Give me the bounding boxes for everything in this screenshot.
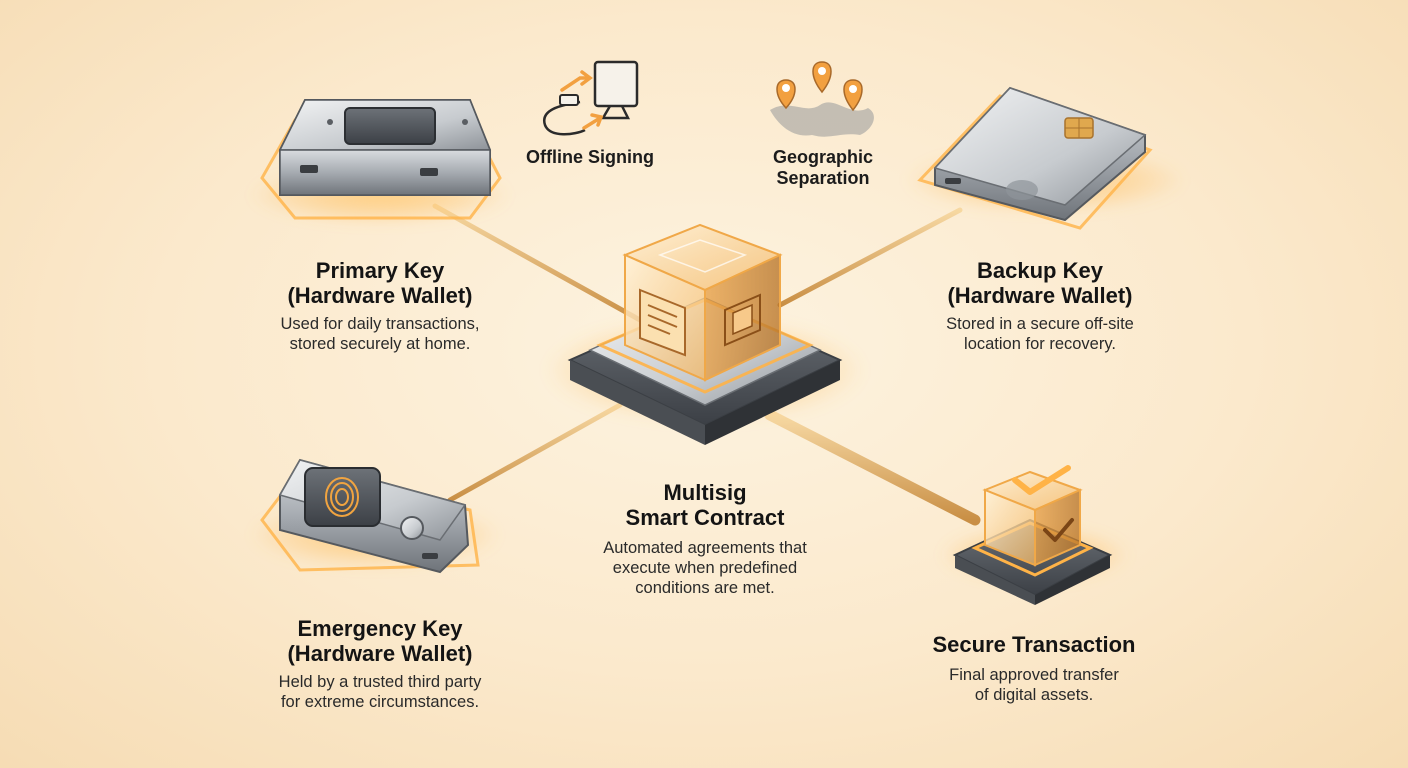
- backup-desc-line-1: Stored in a secure off-site: [946, 315, 1134, 333]
- connector-lines: [432, 203, 981, 526]
- primary-desc-line-1: Used for daily transactions,: [280, 315, 480, 333]
- geographic-separation-label: Geographic Separation: [733, 147, 913, 189]
- check-icon: [1043, 518, 1074, 542]
- secure-transaction-desc: Final approved transfer of digital asset…: [894, 665, 1174, 705]
- chip-icon: [724, 293, 761, 347]
- primary-key-title: Primary Key (Hardware Wallet): [240, 258, 520, 308]
- primary-key-device: [250, 99, 510, 225]
- map-pin-icon: [812, 61, 832, 94]
- usb-cable-icon: [543, 94, 586, 136]
- geographic-separation-icon: [770, 61, 874, 137]
- backup-key-device: [905, 86, 1185, 230]
- transaction-desc-line-1: Final approved transfer: [949, 666, 1119, 684]
- emergency-key-label: Emergency Key (Hardware Wallet) Held by …: [240, 616, 520, 712]
- transaction-desc-line-2: of digital assets.: [974, 686, 1094, 704]
- geo-line-2: Separation: [776, 168, 870, 188]
- connector-backup: [777, 207, 963, 308]
- primary-key-desc: Used for daily transactions, stored secu…: [240, 314, 520, 354]
- offline-signing-icon: [543, 60, 639, 136]
- primary-desc-line-2: stored securely at home.: [289, 335, 471, 353]
- contract-desc-line-2: execute when predefined: [612, 559, 798, 577]
- emergency-key-title: Emergency Key (Hardware Wallet): [240, 616, 520, 666]
- offline-signing-text: Offline Signing: [526, 147, 654, 167]
- multisig-contract-title: Multisig Smart Contract: [565, 480, 845, 530]
- contract-title-line-1: Multisig: [663, 480, 747, 505]
- map-pin-icon: [776, 79, 796, 110]
- emergency-key-device: [250, 458, 500, 574]
- fingerprint-icon: [325, 477, 359, 517]
- backup-key-label: Backup Key (Hardware Wallet) Stored in a…: [900, 258, 1180, 354]
- emergency-desc-line-2: for extreme circumstances.: [280, 693, 480, 711]
- check-icon: [1012, 465, 1071, 495]
- emergency-title-line-1: Emergency Key: [297, 616, 463, 641]
- offline-signing-label: Offline Signing: [500, 147, 680, 168]
- backup-desc-line-2: location for recovery.: [964, 335, 1116, 353]
- document-icon: [639, 288, 686, 357]
- emergency-key-desc: Held by a trusted third party for extrem…: [240, 672, 520, 712]
- primary-title-line-2: (Hardware Wallet): [287, 283, 473, 308]
- backup-title-line-1: Backup Key: [977, 258, 1103, 283]
- contract-desc-line-1: Automated agreements that: [603, 539, 807, 557]
- connector-primary: [432, 203, 643, 323]
- contract-desc-line-3: conditions are met.: [635, 579, 775, 597]
- primary-key-label: Primary Key (Hardware Wallet) Used for d…: [240, 258, 520, 354]
- backup-key-title: Backup Key (Hardware Wallet): [900, 258, 1180, 308]
- emergency-desc-line-1: Held by a trusted third party: [278, 673, 482, 691]
- multisig-contract-label: Multisig Smart Contract Automated agreem…: [565, 480, 845, 598]
- connector-transaction: [764, 409, 981, 526]
- transaction-title-line-1: Secure Transaction: [932, 632, 1136, 657]
- backup-key-desc: Stored in a secure off-site location for…: [900, 314, 1180, 354]
- monitor-icon: [593, 60, 639, 120]
- secure-transaction-label: Secure Transaction Final approved transf…: [894, 632, 1174, 705]
- emergency-title-line-2: (Hardware Wallet): [287, 641, 473, 666]
- multisig-contract-device: [545, 223, 865, 445]
- multisig-contract-desc: Automated agreements that execute when p…: [565, 538, 845, 598]
- map-pin-icon: [843, 79, 863, 112]
- geo-line-1: Geographic: [772, 147, 874, 167]
- secure-transaction-title: Secure Transaction: [894, 632, 1174, 657]
- contract-title-line-2: Smart Contract: [625, 505, 785, 530]
- transaction-device: [940, 465, 1130, 605]
- backup-title-line-2: (Hardware Wallet): [947, 283, 1133, 308]
- world-map-icon: [770, 102, 874, 137]
- connector-emergency: [447, 402, 623, 503]
- primary-title-line-1: Primary Key: [315, 258, 445, 283]
